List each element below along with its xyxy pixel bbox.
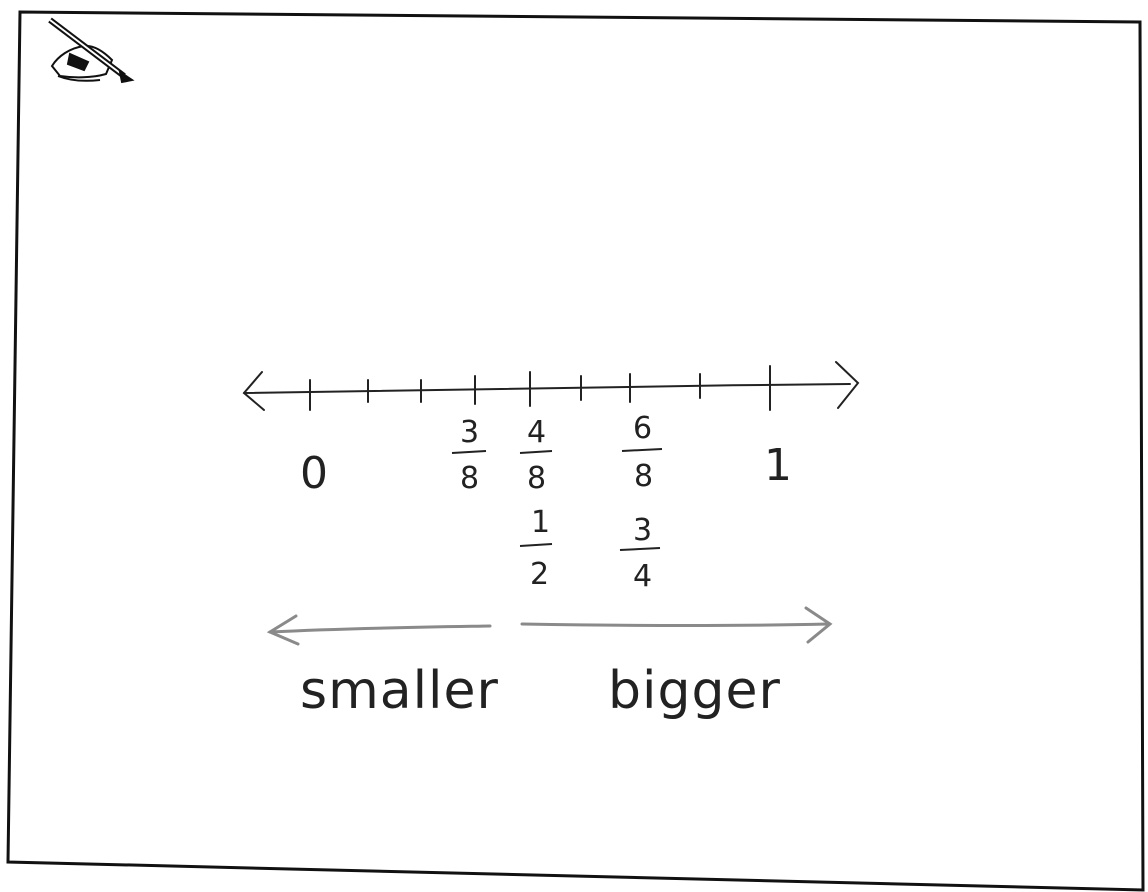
number-line-axis: [243, 383, 851, 394]
fraction-6-8: 6 8: [621, 411, 663, 494]
left-arrowhead: [242, 371, 265, 411]
pencil-hand-icon: [48, 17, 135, 84]
label-zero: 0: [300, 448, 328, 499]
numerator: 6: [633, 411, 652, 446]
numerator: 3: [460, 415, 479, 450]
bigger-arrow: [520, 606, 833, 644]
fraction-1-2: 1 2: [519, 505, 553, 592]
right-arrowhead: [835, 361, 860, 409]
bigger-label: bigger: [608, 661, 781, 721]
fraction-4-8: 4 8: [519, 415, 553, 496]
denominator: 8: [460, 461, 479, 496]
denominator: 8: [634, 459, 653, 494]
number-line: [242, 361, 860, 411]
denominator: 2: [530, 557, 549, 592]
smaller-arrow: [266, 614, 492, 646]
page-border: [6, 10, 1145, 892]
numerator: 3: [633, 513, 652, 548]
numerator: 4: [527, 415, 546, 450]
numerator: 1: [531, 505, 550, 540]
label-one: 1: [764, 440, 792, 491]
denominator: 8: [527, 461, 546, 496]
denominator: 4: [633, 559, 652, 594]
fraction-3-4: 3 4: [619, 513, 661, 594]
fraction-3-8: 3 8: [451, 415, 487, 496]
smaller-label: smaller: [300, 661, 499, 721]
